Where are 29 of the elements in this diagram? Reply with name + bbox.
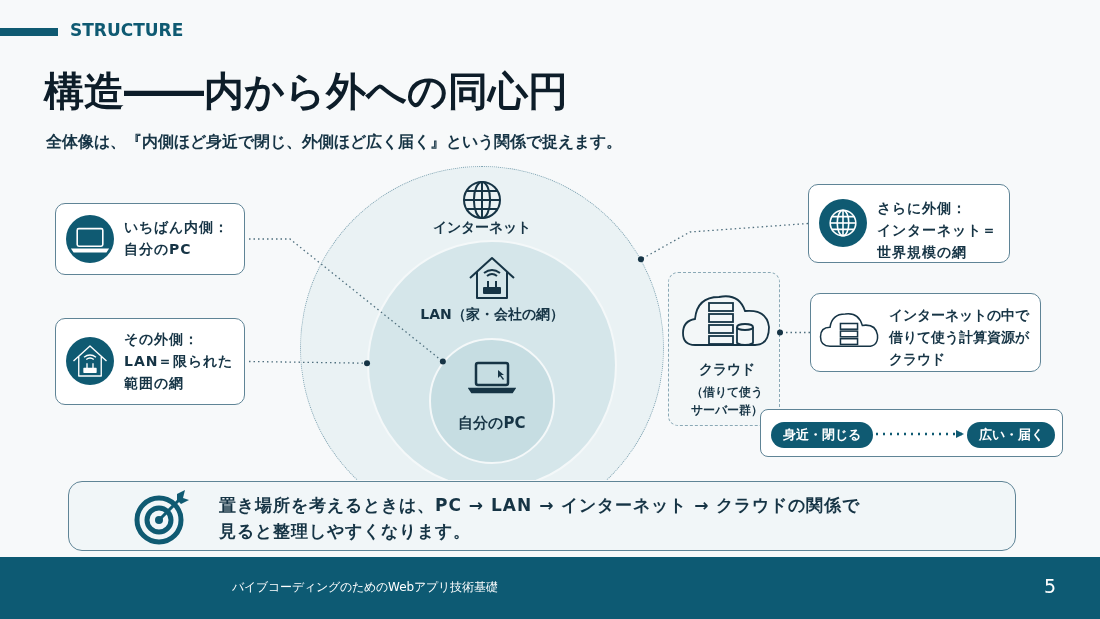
note-text: 置き場所を考えるときは、PC → LAN → インターネット → クラウドの関係で見ると整理しやすくなります。	[219, 494, 861, 543]
arrow	[876, 430, 964, 438]
page-number: 5	[1044, 575, 1057, 597]
note-box	[68, 481, 1016, 551]
info-card	[810, 293, 1041, 372]
box-text: （借りて使うサーバー群）	[690, 384, 764, 419]
footer-text: バイブコーディングのためのWebアプリ技術基礎	[232, 579, 499, 596]
leader-line	[777, 329, 811, 336]
box-heading: クラウド	[698, 361, 756, 379]
dashed-box	[668, 272, 780, 426]
card-text: インターネットの中で借りて使う計算資源がクラウド	[889, 306, 1029, 369]
info-card	[808, 184, 1010, 263]
card-text: さらに外側：インターネット＝世界規模の網	[877, 199, 997, 262]
leader-line	[248, 360, 370, 367]
leader-line	[637, 222, 809, 263]
section-label: STRUCTURE	[70, 20, 184, 40]
info-card	[55, 318, 245, 405]
circle-label: 自分のPC	[457, 414, 527, 433]
pill-label: 身近・閉じる	[771, 422, 873, 448]
card-text: その外側：LAN＝限られた範囲の網	[124, 330, 234, 393]
card-text: いちばん内側：自分のPC	[124, 218, 229, 259]
leader-line	[248, 238, 446, 365]
info-card	[55, 203, 245, 275]
pill-label: 広い・届く	[967, 422, 1055, 448]
scale-box	[760, 409, 1063, 457]
circle-label: LAN（家・会社の網）	[419, 306, 565, 324]
subtitle: 全体像は、『内側ほど身近で閉じ、外側ほど広く届く』という関係で捉えます。	[46, 132, 622, 153]
title: 構造――内から外への同心円	[44, 67, 568, 116]
circle-label: インターネット	[432, 219, 532, 237]
